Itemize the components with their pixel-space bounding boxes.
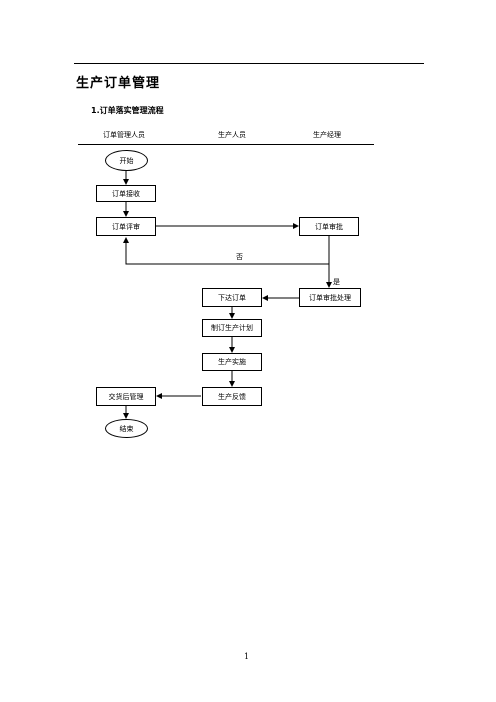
yes-edge-label: 是 [333,278,340,286]
section-subtitle: 1.订单落实管理流程 [91,106,164,115]
production-feedback-node: 生产反馈 [202,387,262,406]
lane-production-staff: 生产人员 [218,131,246,139]
order-approve-node: 订单审批 [299,217,359,236]
edge-approve-review-no [123,236,330,265]
approval-process-node: 订单审批处理 [299,288,361,307]
lane-order-manager: 订单管理人员 [103,131,145,139]
end-node: 结束 [105,419,148,438]
after-delivery-node: 交货后管理 [96,387,156,406]
production-implement-node: 生产实施 [202,353,262,371]
top-rule [74,63,424,64]
page-title: 生产订单管理 [76,76,161,91]
lane-header-rule [78,144,374,145]
issue-order-node: 下达订单 [202,288,262,307]
order-receive-node: 订单接收 [96,185,156,202]
start-node: 开始 [105,150,148,171]
order-review-node: 订单评审 [96,217,156,236]
lane-production-manager: 生产经理 [313,131,341,139]
no-edge-label: 否 [236,253,243,261]
production-plan-node: 制订生产计划 [202,319,262,337]
page-number: 1 [244,652,250,661]
